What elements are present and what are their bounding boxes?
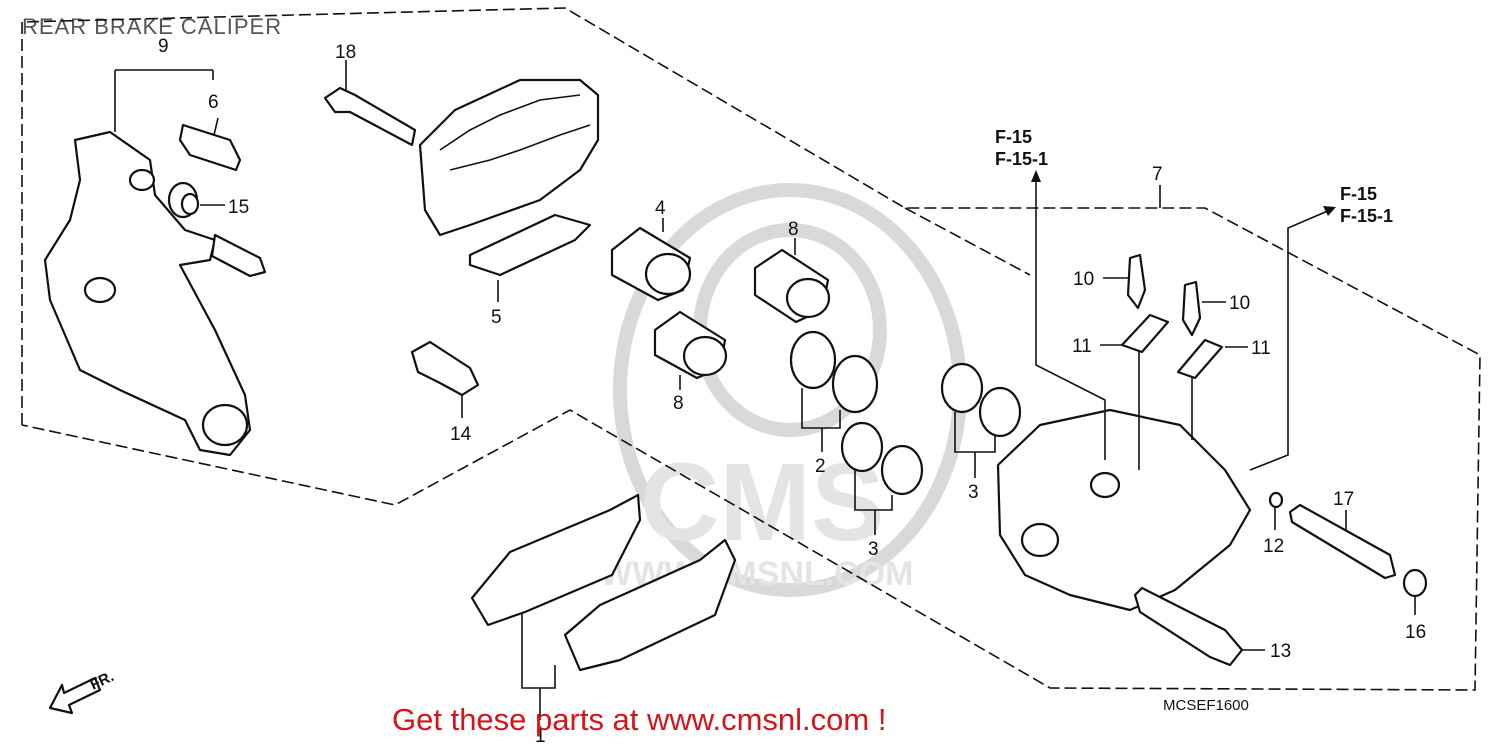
- leader-11-drop: [1138, 350, 1193, 470]
- callout-16: 16: [1405, 622, 1426, 643]
- bleeder-cap-right: [1176, 338, 1224, 380]
- callout-1: 1: [535, 726, 546, 747]
- leader-1: [521, 612, 556, 720]
- arrow-right-icon: [1323, 206, 1336, 216]
- caliper-bracket: [43, 130, 267, 457]
- bleeder-cap-left: [1120, 313, 1170, 354]
- callout-12: 12: [1263, 536, 1284, 557]
- pin-boot: [167, 181, 200, 219]
- pad-spring-clip: [178, 123, 242, 172]
- promo-link[interactable]: Get these parts at www.cmsnl.com !: [392, 702, 887, 737]
- arrow-ref-line-right: [1249, 209, 1331, 471]
- callout-17: 17: [1333, 489, 1354, 510]
- callout-14: 14: [450, 424, 472, 445]
- leader-9: [114, 69, 214, 132]
- caliper-outline: [904, 207, 1031, 276]
- front-label: FR.: [88, 668, 117, 694]
- callout-8-top: 8: [788, 219, 799, 240]
- callout-2: 2: [815, 456, 826, 477]
- arrow-ref-line-left: [1035, 175, 1106, 460]
- brake-pad-front: [470, 493, 642, 627]
- diagram-code: MCSEF1600: [1163, 697, 1249, 714]
- caliper-body-upper: [418, 78, 600, 237]
- callout-11-right: 11: [1251, 338, 1271, 359]
- slide-pin: [1288, 503, 1397, 580]
- leader-2: [801, 388, 841, 452]
- watermark-text: CMS: [640, 441, 884, 564]
- front-direction-arrow: FR.: [48, 668, 117, 715]
- callout-5: 5: [491, 307, 502, 328]
- callout-7: 7: [1152, 164, 1163, 185]
- callout-13: 13: [1270, 641, 1291, 662]
- piston-seal-set-3: [940, 362, 1022, 438]
- piston-seal-set-2: [789, 330, 924, 496]
- ref-label-right-a: F-15: [1340, 184, 1377, 204]
- callout-3-right: 3: [968, 482, 979, 503]
- callout-18: 18: [335, 42, 356, 63]
- callout-10-right: 10: [1229, 293, 1250, 314]
- ref-label-left-b: F-15-1: [995, 149, 1048, 169]
- sleeve-8-upper: [753, 248, 831, 324]
- callout-9: 9: [158, 36, 169, 57]
- slide-pin-cap: [1402, 568, 1428, 598]
- caliper-mount-bolt: [1133, 586, 1244, 667]
- pad-retainer-plate: [468, 213, 592, 277]
- callout-8-bottom: 8: [673, 393, 684, 414]
- callout-6: 6: [208, 92, 219, 113]
- caliper-bolt: [323, 86, 417, 147]
- left-assembly-outline: [21, 7, 1481, 691]
- ref-label-left-a: F-15: [995, 127, 1032, 147]
- leader-6: [213, 117, 219, 136]
- sleeve-4: [610, 226, 692, 302]
- callout-10-left: 10: [1073, 269, 1094, 290]
- callout-3-bottom: 3: [868, 539, 879, 560]
- sleeve-8-lower: [653, 310, 728, 380]
- arrow-up-icon: [1031, 170, 1041, 182]
- callout-4: 4: [655, 198, 666, 219]
- bleeder-screw-left: [1126, 253, 1147, 310]
- caliper-body-main: [996, 408, 1252, 612]
- callout-11-left: 11: [1072, 336, 1092, 357]
- leader-3-right: [954, 412, 996, 478]
- bleeder-screw-right: [1181, 280, 1202, 337]
- leader-3-bottom: [854, 470, 893, 535]
- ref-label-right-b: F-15-1: [1340, 206, 1393, 226]
- washer: [1268, 491, 1284, 509]
- brake-pad-rear: [563, 538, 737, 672]
- callout-15: 15: [228, 197, 249, 218]
- pad-pin: [410, 340, 480, 397]
